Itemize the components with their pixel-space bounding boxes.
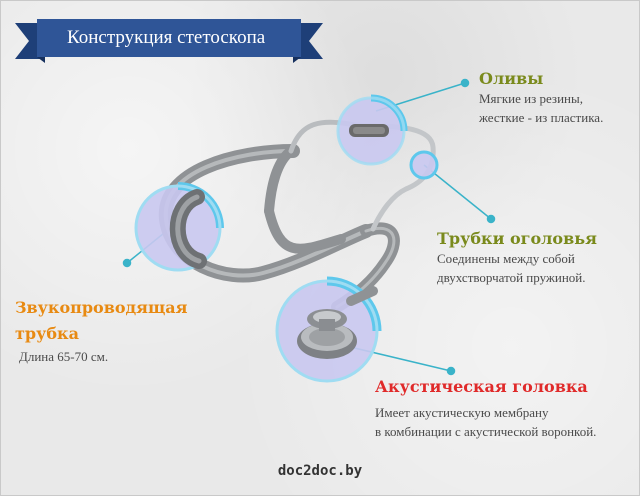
page-title: Конструкция стетоскопа bbox=[67, 27, 266, 48]
acoustic-head-lens bbox=[275, 276, 382, 383]
olives-desc-line: Мягкие из резины, bbox=[479, 91, 583, 106]
tubes-desc-line: Соединены между собой bbox=[437, 251, 575, 266]
acoustic-head-description: Имеет акустическую мембрану в комбинации… bbox=[375, 403, 596, 441]
olives-title: Оливы bbox=[479, 69, 544, 88]
site-footer: doc2doc.by bbox=[277, 463, 363, 479]
tubes-title: Трубки оголовья bbox=[437, 229, 597, 248]
tubes-description: Соединены между собой двухстворчатой пру… bbox=[437, 249, 586, 287]
olives-lens bbox=[336, 94, 408, 166]
sound-tube-description: Длина 65-70 см. bbox=[19, 347, 108, 366]
olives-desc-line: жесткие - из пластика. bbox=[479, 110, 604, 125]
acoustic-head-desc-line: Имеет акустическую мембрану bbox=[375, 405, 549, 420]
sound-tube-lens bbox=[134, 182, 224, 272]
sound-tube-title-line: трубка bbox=[15, 324, 79, 343]
sound-tube-desc-line: Длина 65-70 см. bbox=[19, 349, 109, 364]
acoustic-head-desc-line: в комбинации с акустической воронкой. bbox=[375, 424, 597, 439]
sound-tube-title-line: Звукопроводящая bbox=[15, 298, 188, 317]
title-banner bbox=[15, 19, 323, 63]
tubes-desc-line: двухстворчатой пружиной. bbox=[437, 270, 586, 285]
sound-tube-title: Звукопроводящая трубка bbox=[15, 295, 205, 347]
eartip-lens bbox=[409, 150, 439, 180]
olives-description: Мягкие из резины, жесткие - из пластика. bbox=[479, 89, 603, 127]
acoustic-head-title: Акустическая головка bbox=[375, 377, 588, 396]
